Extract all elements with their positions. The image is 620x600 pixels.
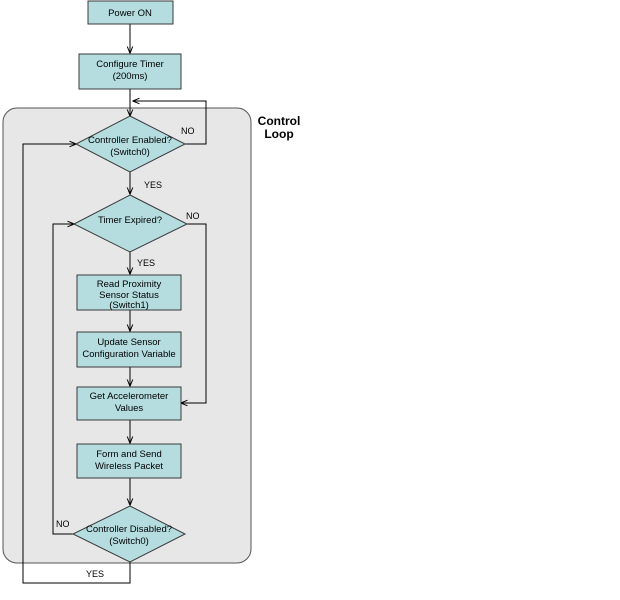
decision-controller-disabled — [71, 505, 187, 563]
control-loop-title-line2: Loop — [264, 127, 293, 141]
edge-timer-no — [181, 223, 207, 403]
node-configure-timer — [78, 53, 182, 90]
edge-disabled-no-loop — [52, 224, 74, 535]
node-update-sensor-line2: Configuration Variable — [82, 349, 175, 360]
node-form-send — [76, 443, 182, 479]
decision-controller-disabled-line2: (Switch0) — [109, 536, 149, 547]
decision-timer-expired-label: Timer Expired? — [98, 215, 162, 226]
decision-controller-enabled-line2: (Switch0) — [110, 147, 150, 158]
decision-controller-enabled — [74, 115, 187, 173]
node-update-sensor — [76, 331, 182, 368]
node-read-proximity-line2: Sensor Status — [99, 290, 159, 301]
edge-disabled-yes-loop — [22, 144, 131, 584]
node-configure-timer-line2: (200ms) — [113, 71, 148, 82]
edge-label-timer-yes: YES — [137, 258, 155, 268]
edge-label-enabled-yes: YES — [144, 180, 162, 190]
decision-controller-enabled-line1: Controller Enabled? — [88, 135, 172, 146]
node-form-send-line1: Form and Send — [96, 449, 161, 460]
node-get-accelerometer-line2: Values — [115, 403, 144, 414]
node-power-on-label: Power ON — [108, 8, 152, 19]
node-read-proximity — [76, 274, 182, 311]
control-loop-title-line1: Control — [258, 114, 301, 128]
node-read-proximity-line3: (Switch1) — [109, 300, 149, 311]
edge-label-enabled-no: NO — [181, 126, 195, 136]
edge-label-disabled-yes: YES — [86, 569, 104, 579]
decision-controller-disabled-line1: Controller Disabled? — [86, 524, 172, 535]
node-power-on — [87, 0, 174, 25]
node-get-accelerometer-line1: Get Accelerometer — [90, 391, 169, 402]
edge-label-timer-no: NO — [186, 211, 200, 221]
edge-enabled-no-loop — [133, 101, 207, 145]
node-get-accelerometer — [76, 386, 182, 421]
node-form-send-line2: Wireless Packet — [95, 461, 163, 472]
decision-timer-expired — [72, 194, 189, 253]
edge-label-disabled-no: NO — [56, 519, 70, 529]
node-configure-timer-line1: Configure Timer — [96, 59, 164, 70]
node-read-proximity-line1: Read Proximity — [97, 279, 162, 290]
node-update-sensor-line1: Update Sensor — [97, 337, 160, 348]
